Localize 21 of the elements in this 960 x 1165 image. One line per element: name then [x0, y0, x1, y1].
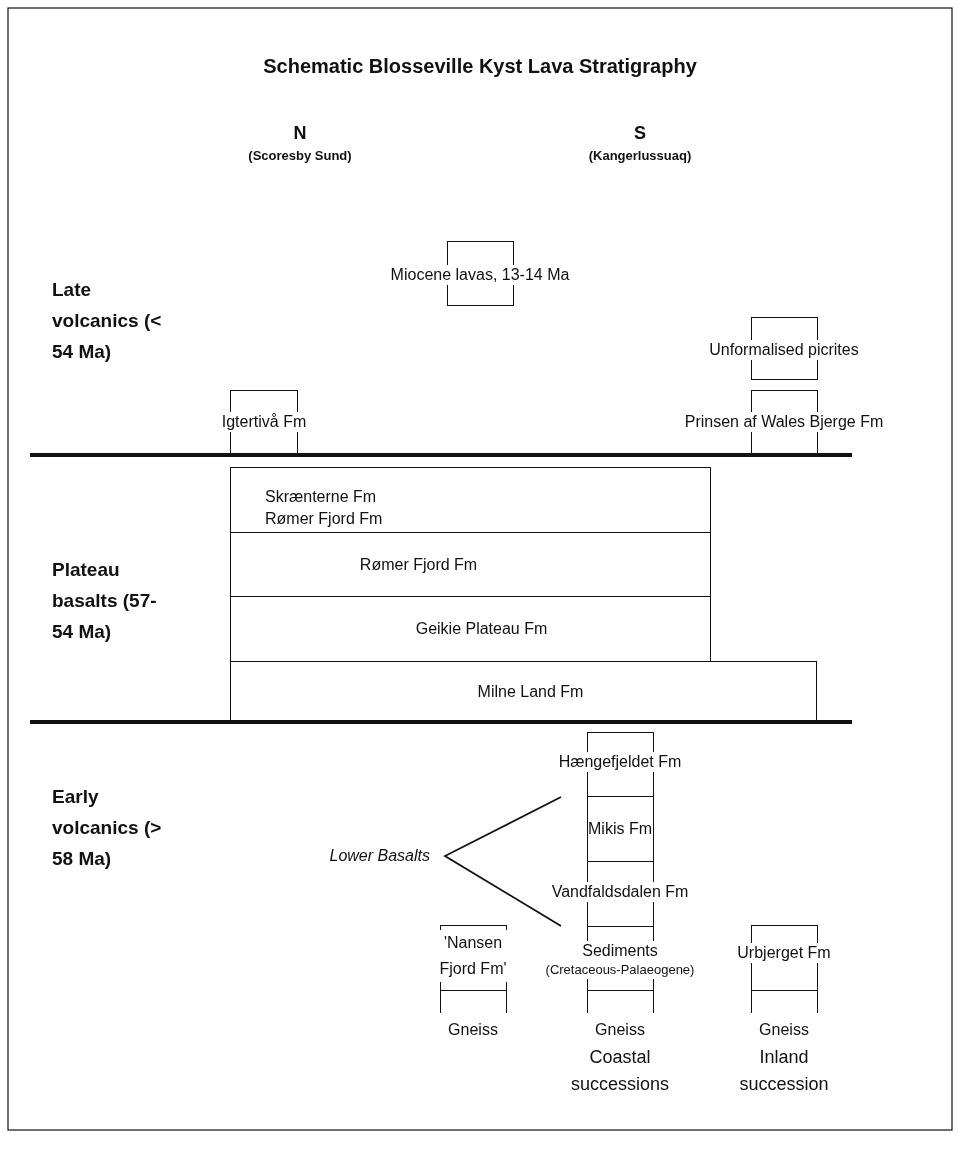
formation-name: Hængefjeldet Fm: [558, 752, 682, 772]
diagram-title: Schematic Blosseville Kyst Lava Stratigraphy: [262, 55, 698, 78]
formation-name: Unformalised picrites: [709, 340, 859, 360]
formation-name: Igtertivå Fm: [221, 412, 307, 432]
formation-name: Rømer Fjord Fm: [359, 555, 478, 575]
group-label: Lower Basalts: [328, 846, 430, 866]
formation-name: (Cretaceous-Palaeogene): [545, 961, 695, 979]
region-label: (Kangerlussuaq): [587, 147, 693, 164]
period-label: Plateau basalts (57-54 Ma): [52, 558, 158, 644]
column-label: Coastal successions: [569, 1046, 670, 1096]
formation-name: Miocene lavas, 13-14 Ma: [390, 265, 570, 285]
region-label: (Scoresby Sund): [247, 147, 353, 164]
region-label: N: [292, 122, 308, 144]
period-label: Early volcanics (> 58 Ma): [52, 785, 163, 871]
region-label: S: [633, 122, 647, 144]
formation-name: Vandfaldsdalen Fm: [551, 882, 689, 902]
column-label: Inland succession: [738, 1046, 830, 1096]
formation-name: Sediments: [582, 941, 658, 961]
formation-name: Urbjerget Fm: [737, 943, 831, 963]
formation-name: Prinsen af Wales Bjerge Fm: [684, 412, 884, 432]
period-label: Late volcanics (< 54 Ma): [52, 278, 163, 364]
